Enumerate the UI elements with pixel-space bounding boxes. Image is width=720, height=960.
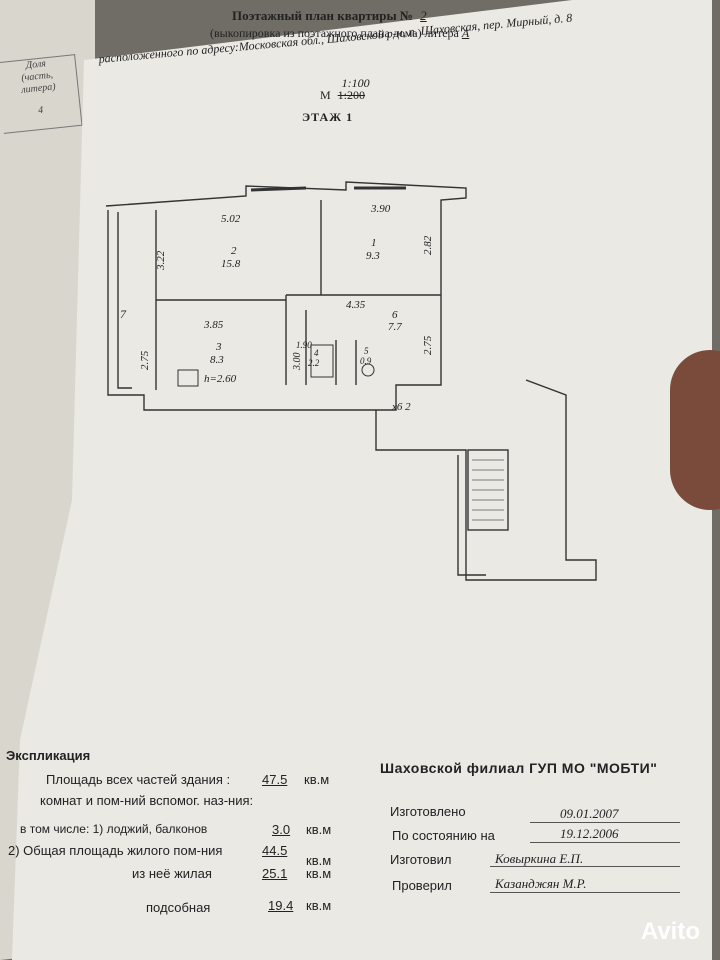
- room-2-area: 15.8: [221, 258, 241, 270]
- loggia-value: 3.0: [272, 822, 291, 837]
- dim-3-85: 3.85: [203, 319, 224, 331]
- room-6-number: 6: [392, 309, 398, 321]
- dim-3-00: 3.00: [292, 353, 303, 372]
- dim-4-35: 4.35: [346, 299, 366, 311]
- room-1-area: 9.3: [366, 250, 380, 262]
- apartment-number: 2: [420, 8, 427, 23]
- aux-label: подсобная: [146, 900, 211, 915]
- total-unit: кв.м: [304, 772, 330, 787]
- dim-1-90: 1.90: [296, 340, 312, 350]
- dim-3-90: 3.90: [370, 203, 391, 215]
- loggia-unit: кв.м: [306, 822, 332, 837]
- dim-3-22: 3.22: [155, 250, 167, 271]
- subtitle-text: (выкопировка из поэтажного плана дома) л…: [210, 26, 459, 40]
- ceiling-height: h=2.60: [204, 373, 237, 385]
- explication-title: Экспликация: [6, 748, 91, 763]
- floor-label: ЭТАЖ 1: [302, 110, 354, 124]
- living-total-label: 2) Общая площадь жилого пом-ния: [8, 843, 223, 858]
- dim-5-02: 5.02: [221, 213, 241, 225]
- scale-new: 1:100: [341, 76, 370, 90]
- room-5-number: 5: [364, 346, 369, 356]
- total-value: 47.5: [262, 772, 288, 787]
- made-value: 09.01.2007: [560, 806, 619, 821]
- scale-prefix: М: [320, 88, 331, 102]
- title-text: Поэтажный план квартиры №: [232, 8, 413, 23]
- avito-watermark: Avito: [640, 918, 700, 945]
- living-value: 25.1: [262, 866, 288, 881]
- state-value: 19.12.2006: [560, 826, 619, 841]
- loggia-wall: [117, 212, 132, 389]
- checker-label: Проверил: [392, 878, 452, 893]
- room-1-number: 1: [371, 237, 377, 249]
- finger: [670, 350, 720, 510]
- dim-2-82: 2.82: [422, 235, 434, 255]
- dim-x6: х6 2: [391, 401, 411, 413]
- living-total-unit: кв.м: [306, 853, 332, 868]
- outer-wall: [105, 181, 467, 411]
- litera: А: [461, 26, 470, 40]
- author-label: Изготовил: [390, 852, 452, 867]
- scale: М 1:100 1:200: [320, 76, 370, 103]
- staircase: [467, 449, 509, 531]
- bathtub-icon: [310, 344, 334, 378]
- left-share-table: Доля (часть, литера) 4: [0, 54, 83, 134]
- aux-value: 19.4: [268, 898, 294, 913]
- room-2-number: 2: [231, 245, 237, 257]
- stair-inner: [457, 455, 486, 576]
- stove-icon: [177, 369, 199, 387]
- dim-2-75-left: 2.75: [139, 350, 151, 370]
- loggia-label: в том числе: 1) лоджий, балконов: [20, 822, 208, 836]
- room-3-number: 3: [215, 341, 222, 353]
- dim-2-75-right: 2.75: [422, 335, 434, 355]
- toilet-icon: [361, 363, 375, 377]
- plan-title: Поэтажный план квартиры № 2: [232, 8, 427, 24]
- living-label: из неё жилая: [132, 866, 212, 881]
- room-6-area: 7.7: [388, 321, 402, 333]
- floor-plan: 5.02 3.90 3.22 2.82 4.35 3.85 2.75 2.75 …: [105, 181, 597, 581]
- checker-value: Казанджян М.Р.: [495, 876, 587, 891]
- window-room2: [250, 186, 307, 192]
- room-3-area: 8.3: [210, 354, 224, 366]
- aux-unit: кв.м: [306, 898, 332, 913]
- state-label: По состоянию на: [392, 828, 495, 843]
- total-label2: комнат и пом-ний вспомог. наз-ния:: [40, 793, 254, 808]
- scale-old: 1:200: [337, 88, 366, 102]
- room-4-number: 4: [314, 348, 319, 358]
- room-4-area: 2.2: [308, 358, 320, 368]
- living-unit: кв.м: [306, 866, 332, 881]
- loggia-number: 7: [120, 307, 127, 321]
- plan-subtitle: (выкопировка из поэтажного плана дома) л…: [210, 26, 469, 41]
- total-label: Площадь всех частей здания :: [46, 772, 231, 787]
- made-label: Изготовлено: [390, 804, 466, 819]
- organization-name: Шаховской филиал ГУП МО "МОБТИ": [380, 760, 658, 776]
- stair-wall: [375, 379, 597, 581]
- left-col4: 4: [37, 104, 44, 117]
- author-value: Ковыркина Е.П.: [495, 851, 584, 866]
- living-total-value: 44.5: [262, 843, 288, 858]
- room-5-area: 0.9: [360, 356, 372, 366]
- document-page: [12, 0, 712, 960]
